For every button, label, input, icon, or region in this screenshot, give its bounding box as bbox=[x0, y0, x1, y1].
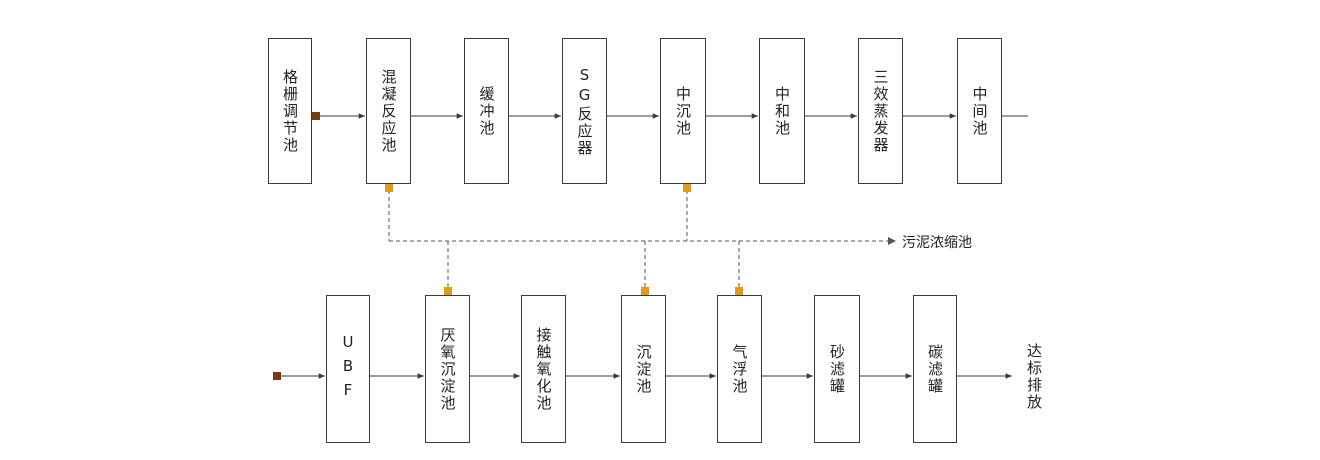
box-float: 气浮池 bbox=[717, 295, 762, 443]
box-label: 厌氧沉淀池 bbox=[438, 326, 457, 412]
box-label: SG反应器 bbox=[575, 65, 594, 157]
box-grille: 格栅调节池 bbox=[268, 38, 312, 184]
box-neutral: 中和池 bbox=[759, 38, 805, 184]
box-label: 混凝反应池 bbox=[379, 68, 398, 154]
inlet-node-top bbox=[312, 112, 320, 120]
box-label: 沉淀池 bbox=[634, 343, 653, 395]
box-coag: 混凝反应池 bbox=[366, 38, 411, 184]
box-middle: 中间池 bbox=[957, 38, 1002, 184]
box-carbon: 碳滤罐 bbox=[913, 295, 957, 443]
sludge-node-anaerobic bbox=[444, 287, 452, 295]
box-buffer: 缓冲池 bbox=[464, 38, 509, 184]
sludge-node-settle bbox=[641, 287, 649, 295]
box-midsettle: 中沉池 bbox=[660, 38, 706, 184]
box-evap: 三效蒸发器 bbox=[858, 38, 903, 184]
sludge-node-float bbox=[735, 287, 743, 295]
box-label: 气浮池 bbox=[730, 343, 749, 395]
box-ubf: UBF bbox=[326, 295, 370, 443]
box-label: UBF bbox=[339, 333, 357, 405]
sludge-node-midsettle bbox=[683, 184, 691, 192]
sludge-node-coag bbox=[385, 184, 393, 192]
box-anaerobic: 厌氧沉淀池 bbox=[425, 295, 470, 443]
box-sg: SG反应器 bbox=[562, 38, 607, 184]
box-label: 中和池 bbox=[773, 85, 791, 137]
box-label: 接触氧化池 bbox=[534, 326, 553, 412]
box-label: 三效蒸发器 bbox=[871, 68, 890, 154]
sludge-arrowhead bbox=[888, 237, 896, 245]
sludge-dashed-lines bbox=[388, 190, 890, 290]
box-label: 格栅调节池 bbox=[281, 68, 299, 154]
sludge-tank-label: 污泥浓缩池 bbox=[902, 235, 972, 251]
box-contact: 接触氧化池 bbox=[521, 295, 566, 443]
box-label: 中沉池 bbox=[674, 85, 692, 137]
box-sand: 砂滤罐 bbox=[814, 295, 860, 443]
box-label: 缓冲池 bbox=[477, 85, 496, 137]
box-label: 砂滤罐 bbox=[828, 343, 846, 395]
box-label: 碳滤罐 bbox=[926, 343, 944, 395]
outlet-label: 达标排放 bbox=[1025, 343, 1043, 411]
box-settle: 沉淀池 bbox=[621, 295, 666, 443]
inlet-node-bottom bbox=[273, 372, 281, 380]
box-label: 中间池 bbox=[970, 85, 989, 137]
